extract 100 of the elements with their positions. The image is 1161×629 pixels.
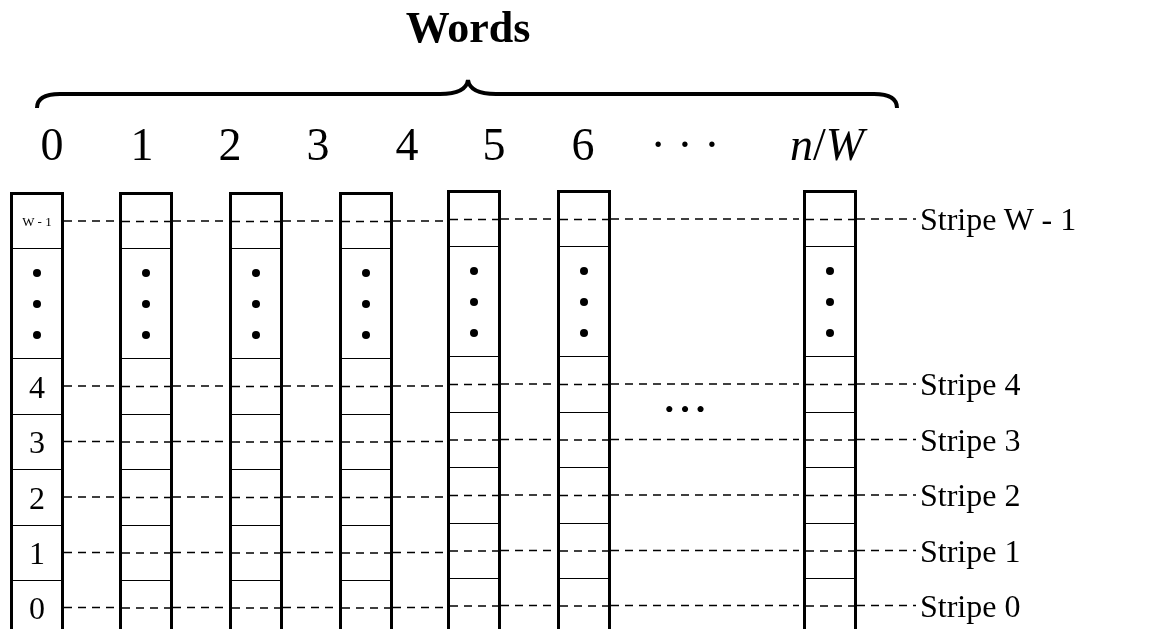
dashed-guide-line bbox=[392, 551, 444, 554]
dashed-guide-line bbox=[610, 218, 800, 220]
empty-cell bbox=[805, 467, 855, 524]
cell bbox=[12, 525, 62, 581]
row-number: 2 bbox=[29, 481, 45, 514]
empty-cell bbox=[559, 467, 609, 524]
dashed-guide-line bbox=[500, 438, 554, 441]
dashed-guide-line bbox=[392, 440, 444, 443]
dashed-guide-line bbox=[172, 385, 226, 387]
dashed-guide-line bbox=[392, 496, 444, 498]
empty-cell bbox=[121, 358, 171, 415]
column-number: 2 bbox=[218, 122, 242, 168]
empty-cell bbox=[805, 578, 855, 629]
stripe-label: Stripe W - 1 bbox=[920, 203, 1077, 235]
column-number: 0 bbox=[40, 122, 64, 168]
dashed-guide-line bbox=[63, 385, 116, 387]
empty-cell bbox=[231, 580, 281, 629]
heading: Words bbox=[405, 6, 531, 50]
empty-cell bbox=[121, 248, 171, 359]
word-column bbox=[119, 192, 173, 629]
row-number: 4 bbox=[29, 370, 45, 403]
stripe-label: Stripe 0 bbox=[920, 589, 1021, 622]
dashed-guide-line bbox=[172, 606, 226, 609]
empty-cell bbox=[341, 248, 391, 359]
word-column bbox=[557, 190, 611, 629]
word-column bbox=[339, 192, 393, 629]
empty-cell bbox=[121, 414, 171, 470]
dashed-guide-line bbox=[282, 551, 336, 554]
empty-cell bbox=[559, 356, 609, 413]
dashed-guide-line bbox=[172, 496, 226, 498]
dashed-guide-line bbox=[856, 494, 917, 496]
dashed-guide-line bbox=[172, 440, 226, 443]
empty-cell bbox=[12, 248, 62, 359]
empty-cell bbox=[231, 358, 281, 415]
word-column bbox=[10, 192, 64, 629]
dashed-guide-line bbox=[63, 496, 116, 498]
dashed-guide-line bbox=[63, 440, 116, 443]
dashed-guide-line bbox=[63, 551, 116, 554]
column-number: 4 bbox=[395, 122, 419, 168]
empty-cell bbox=[341, 469, 391, 526]
word-column bbox=[229, 192, 283, 629]
dashed-guide-line bbox=[63, 606, 116, 609]
dashed-guide-line bbox=[282, 385, 336, 387]
dashed-guide-line bbox=[392, 220, 444, 222]
cell bbox=[12, 469, 62, 526]
dashed-guide-line bbox=[610, 494, 800, 496]
empty-cell bbox=[231, 194, 281, 249]
dashed-guide-line bbox=[610, 604, 800, 607]
dashed-guide-line bbox=[282, 496, 336, 498]
row-index-label: W - 1 bbox=[22, 215, 52, 228]
dashed-guide-line bbox=[500, 549, 554, 552]
empty-cell bbox=[805, 192, 855, 247]
dashed-guide-line bbox=[610, 383, 800, 385]
stripe-label: Stripe 4 bbox=[920, 368, 1021, 400]
empty-cell bbox=[121, 194, 171, 249]
dashed-guide-line bbox=[63, 220, 116, 222]
dashed-guide-line bbox=[856, 218, 917, 220]
empty-cell bbox=[121, 580, 171, 629]
empty-cell bbox=[449, 356, 499, 413]
empty-cell bbox=[805, 246, 855, 357]
empty-cell bbox=[449, 192, 499, 247]
stripe-label: Stripe 3 bbox=[920, 423, 1021, 456]
dashed-guide-line bbox=[282, 220, 336, 222]
dashed-guide-line bbox=[856, 549, 917, 552]
empty-cell bbox=[559, 523, 609, 579]
empty-cell bbox=[341, 414, 391, 470]
column-number: 1 bbox=[130, 122, 154, 168]
row-number: 1 bbox=[29, 537, 45, 569]
dashed-guide-line bbox=[856, 383, 917, 385]
cell bbox=[12, 580, 62, 629]
empty-cell bbox=[559, 192, 609, 247]
column-number: 6 bbox=[571, 122, 595, 168]
cell bbox=[12, 194, 62, 249]
dashed-guide-line bbox=[172, 220, 226, 222]
dashed-guide-line bbox=[500, 604, 554, 607]
empty-cell bbox=[121, 469, 171, 526]
dashed-guide-line bbox=[500, 494, 554, 496]
empty-cell bbox=[559, 246, 609, 357]
empty-cell bbox=[121, 525, 171, 581]
dashed-guide-line bbox=[282, 606, 336, 609]
dashed-guide-line bbox=[500, 218, 554, 220]
empty-cell bbox=[559, 578, 609, 629]
stripe-label: Stripe 2 bbox=[920, 479, 1021, 511]
empty-cell bbox=[449, 523, 499, 579]
dashed-guide-line bbox=[282, 440, 336, 443]
word-column bbox=[803, 190, 857, 629]
column-number: 3 bbox=[306, 122, 330, 168]
dashed-guide-line bbox=[610, 549, 800, 552]
dashed-guide-line bbox=[610, 438, 800, 441]
empty-cell bbox=[231, 469, 281, 526]
cell bbox=[12, 358, 62, 415]
empty-cell bbox=[341, 358, 391, 415]
ellipsis: • • • bbox=[664, 397, 706, 423]
empty-cell bbox=[449, 467, 499, 524]
dashed-guide-line bbox=[392, 385, 444, 387]
empty-cell bbox=[341, 194, 391, 249]
column-number: 5 bbox=[482, 122, 506, 168]
empty-cell bbox=[449, 246, 499, 357]
empty-cell bbox=[231, 248, 281, 359]
empty-cell bbox=[805, 412, 855, 468]
